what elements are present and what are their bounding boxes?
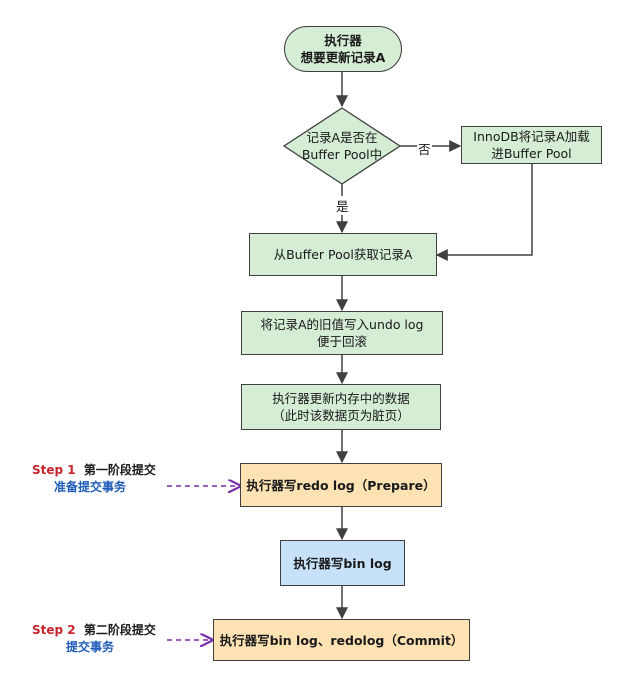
note-step2-header: Step 2 第二阶段提交: [32, 622, 156, 639]
node-fetch-line1: 从Buffer Pool获取记录A: [273, 247, 413, 262]
note-step1-sub: 准备提交事务: [54, 480, 127, 494]
node-commit-line1: 执行器写bin log、redolog（Commit）: [219, 632, 464, 648]
node-undo: 将记录A的旧值写入undo log 便于回滚: [241, 311, 443, 355]
note-step1-header: Step 1 第一阶段提交: [32, 462, 156, 479]
node-load-line2: 进Buffer Pool: [491, 146, 572, 161]
note-step2-title: 第二阶段提交: [83, 623, 156, 637]
node-update-line1: 执行器更新内存中的数据: [272, 391, 410, 406]
node-undo-line1: 将记录A的旧值写入undo log: [260, 317, 424, 332]
note-step2: Step 2 第二阶段提交 提交事务: [32, 622, 156, 656]
note-step1-step: Step 1: [32, 463, 76, 477]
node-redo-prepare: 执行器写redo log（Prepare）: [240, 463, 442, 507]
edge-label-no: 否: [417, 139, 432, 158]
node-redo-prepare-line1: 执行器写redo log（Prepare）: [246, 477, 436, 493]
arrow-load-to-fetch: [435, 164, 533, 261]
node-fetch: 从Buffer Pool获取记录A: [249, 233, 437, 276]
node-start: 执行器 想要更新记录A: [284, 26, 402, 72]
node-start-line1: 执行器: [324, 33, 362, 48]
node-start-line2: 想要更新记录A: [300, 50, 386, 65]
node-binlog: 执行器写bin log: [280, 540, 405, 586]
note-step1-title: 第一阶段提交: [83, 463, 156, 477]
node-load: InnoDB将记录A加载 进Buffer Pool: [461, 126, 602, 164]
node-load-line1: InnoDB将记录A加载: [473, 129, 590, 144]
node-decision-text: 记录A是否在 Buffer Pool中: [284, 128, 400, 164]
node-update: 执行器更新内存中的数据 （此时该数据页为脏页）: [241, 384, 441, 430]
note-step1: Step 1 第一阶段提交 准备提交事务: [32, 462, 156, 496]
node-decision-line1: 记录A是否在: [306, 130, 378, 145]
note-step2-sub: 提交事务: [66, 640, 115, 654]
node-undo-line2: 便于回滚: [316, 334, 367, 349]
edge-label-yes: 是: [335, 196, 350, 215]
node-binlog-line1: 执行器写bin log: [293, 555, 392, 571]
note-step2-step: Step 2: [32, 623, 76, 637]
node-update-line2: （此时该数据页为脏页）: [272, 408, 410, 423]
node-commit: 执行器写bin log、redolog（Commit）: [213, 619, 470, 661]
node-decision-line2: Buffer Pool中: [301, 147, 383, 162]
